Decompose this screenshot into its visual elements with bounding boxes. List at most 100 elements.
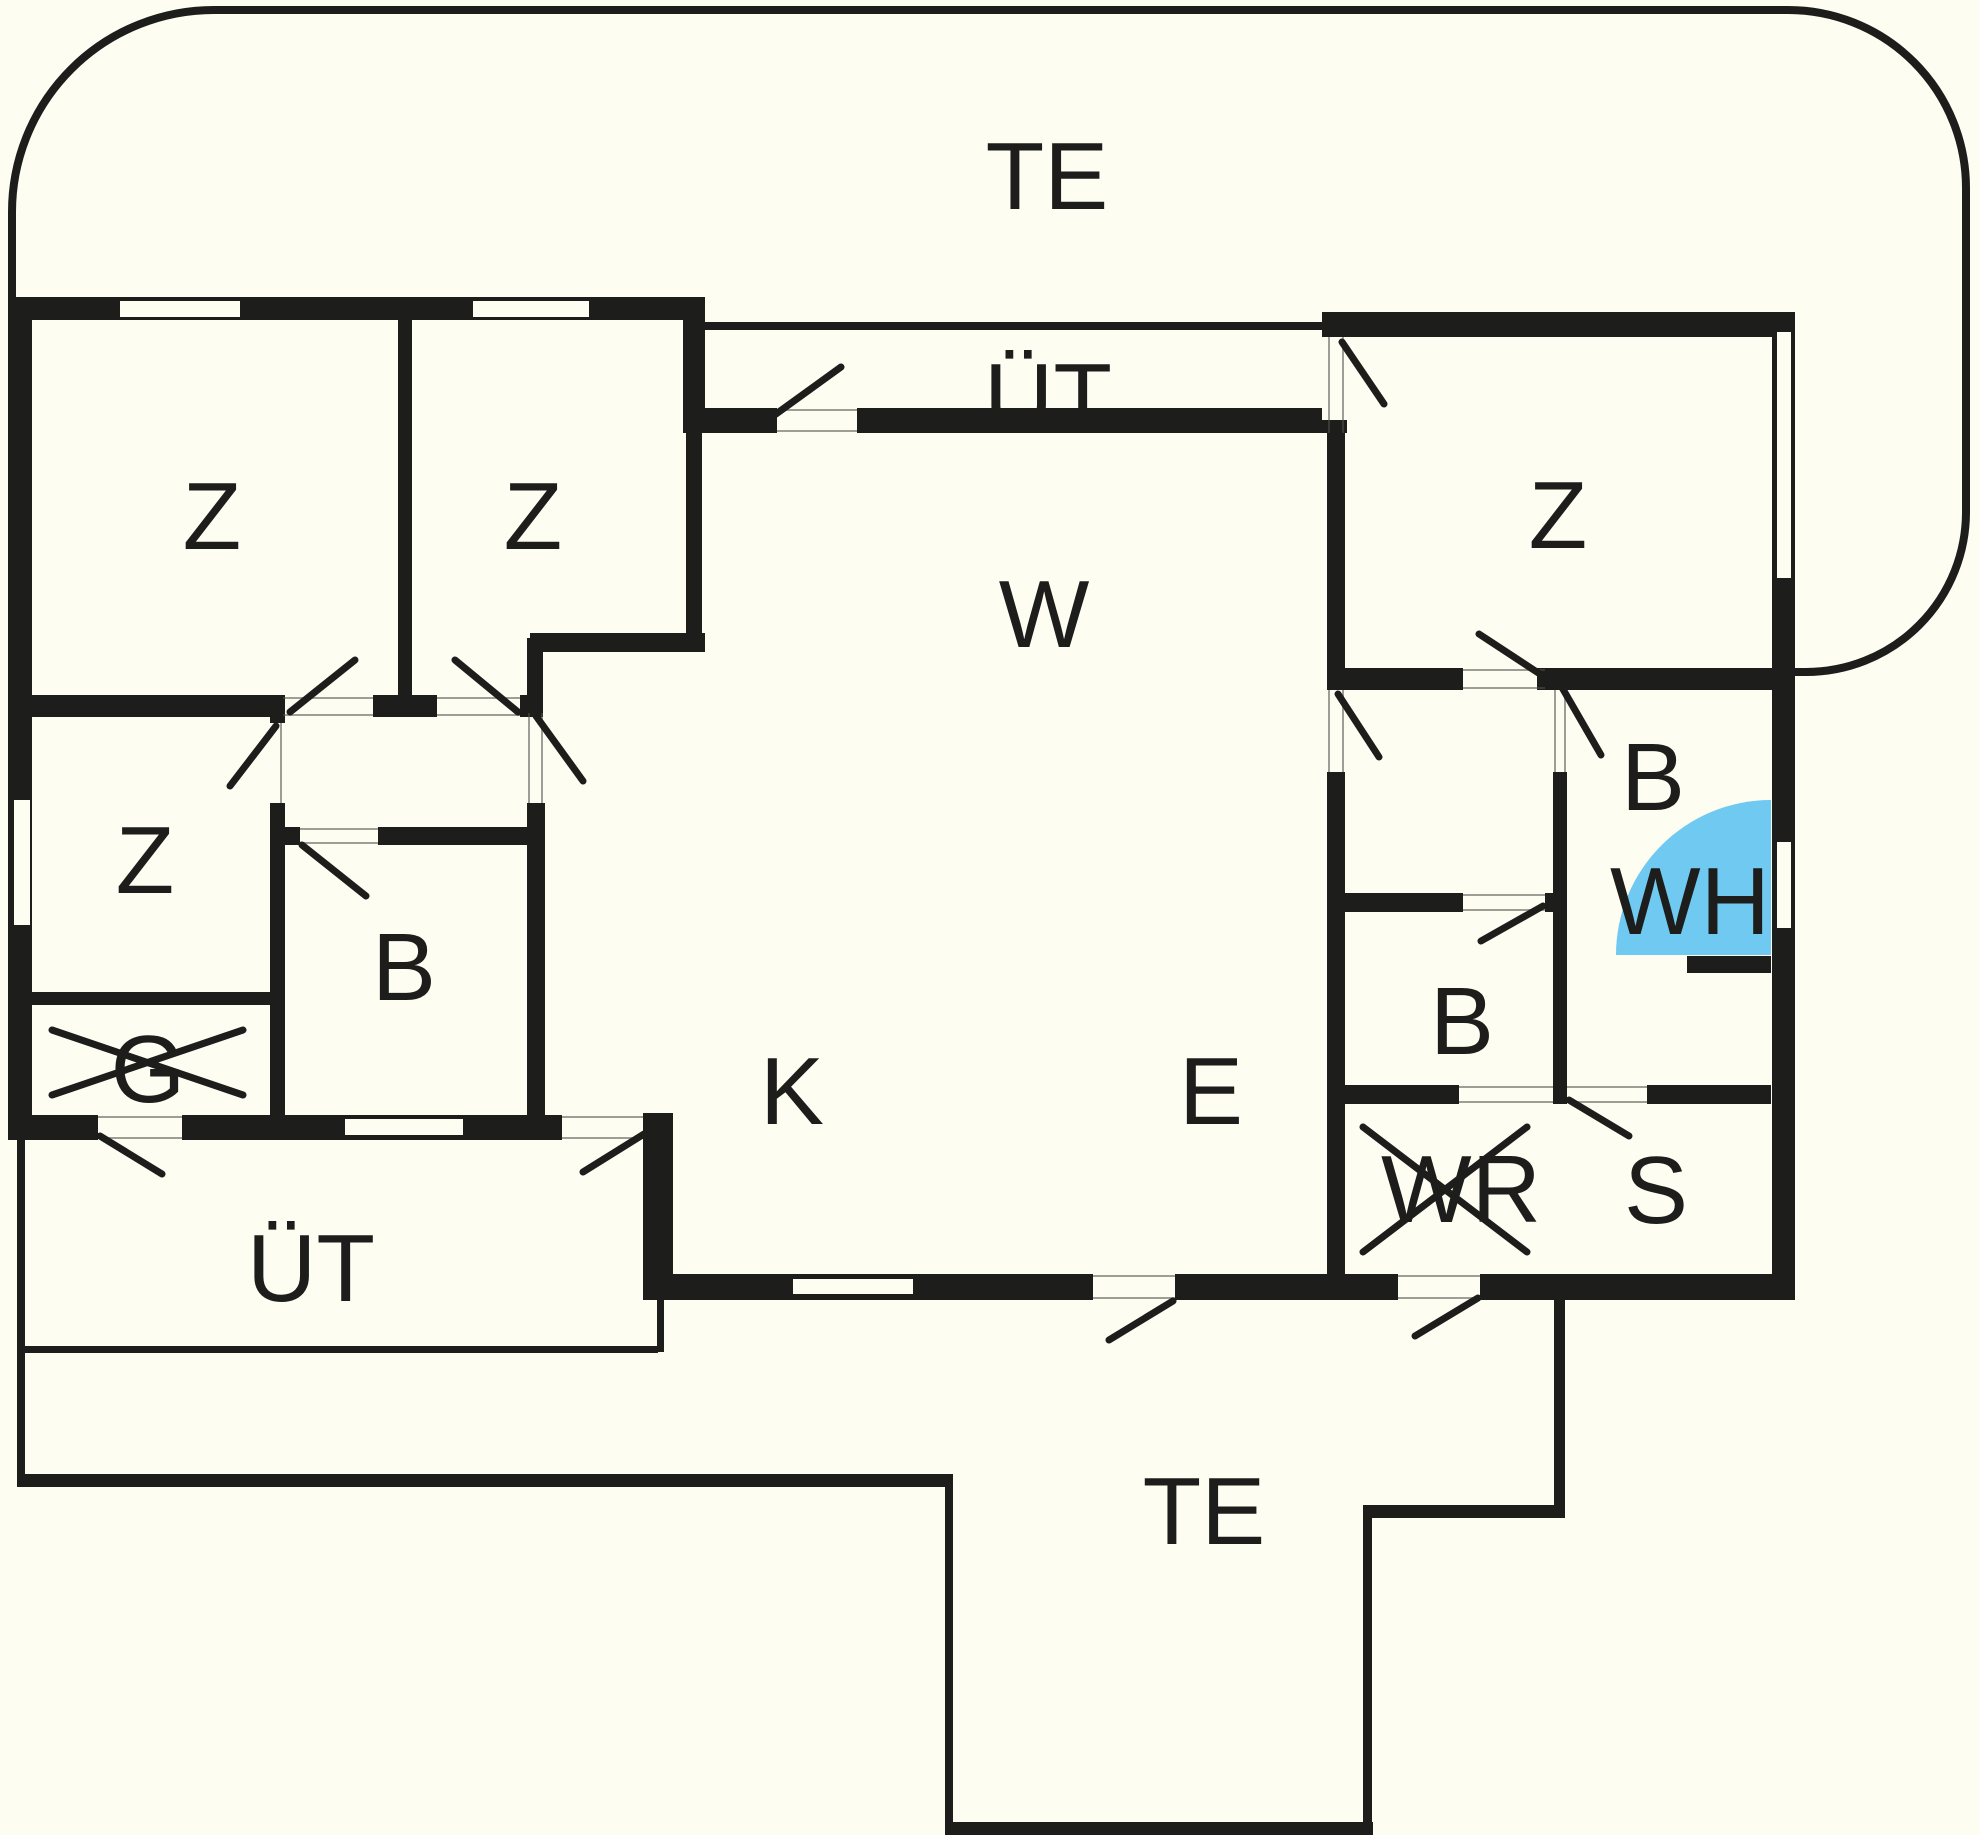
wall-segment — [1537, 668, 1795, 690]
terrace-line — [1363, 1505, 1560, 1518]
wall-segment — [32, 695, 283, 717]
wall-segment — [520, 695, 543, 717]
door-swing — [451, 656, 522, 716]
wall-segment — [1647, 1085, 1771, 1104]
wall-segment — [1322, 312, 1795, 337]
wall-segment — [1327, 1085, 1459, 1104]
crossed-out-mark-wr — [1359, 1123, 1531, 1256]
door-jamb — [1459, 1086, 1553, 1103]
door-swing — [96, 1132, 166, 1178]
wall-segment — [857, 408, 1322, 433]
door-swing — [1334, 690, 1383, 761]
door-jamb — [300, 828, 378, 844]
door-jamb — [1554, 690, 1566, 772]
door-swing — [1338, 338, 1388, 408]
terrace-line — [17, 1474, 953, 1487]
door-swing — [286, 656, 359, 716]
wall-segment — [398, 320, 412, 700]
wall-segment — [8, 297, 32, 1140]
terrace-line — [17, 1346, 658, 1353]
whirlpool-tub — [1616, 800, 1771, 955]
wall-segment — [8, 297, 705, 320]
room-label-bedroom-left-2: Z — [504, 463, 563, 570]
window — [1777, 332, 1791, 578]
wall-segment — [270, 803, 285, 1115]
door-swing — [579, 1130, 648, 1176]
door-jamb — [1567, 1086, 1647, 1103]
terrace-top-outline — [8, 6, 1970, 676]
door-jamb — [283, 697, 373, 716]
door-swing — [772, 363, 845, 418]
room-label-bedroom-left-1: Z — [183, 463, 242, 570]
door-jamb — [1328, 337, 1344, 433]
wall-segment — [686, 433, 702, 652]
door-jamb — [562, 1116, 643, 1139]
door-swing — [1565, 1096, 1633, 1140]
terrace-line — [945, 1480, 953, 1835]
window — [1777, 842, 1791, 928]
wall-segment — [530, 633, 705, 652]
window — [120, 301, 240, 317]
room-label-terrace-bottom: TE — [1143, 1458, 1266, 1565]
door-swings — [96, 338, 1633, 1344]
room-label-bedroom-left-3: Z — [116, 807, 175, 914]
door-openings — [98, 337, 1647, 1299]
wall-segment — [270, 695, 285, 723]
door-jamb — [1093, 1275, 1175, 1299]
room-label-storage: G — [111, 1016, 186, 1123]
door-swing — [1411, 1294, 1482, 1340]
room-label-bathroom-right-upper: B — [1621, 724, 1685, 831]
door-jamb — [777, 409, 857, 432]
room-label-utility-room: WR — [1381, 1136, 1541, 1243]
room-label-sauna: S — [1624, 1137, 1688, 1244]
wall-segment — [1175, 1274, 1398, 1300]
terrace-line — [945, 1822, 1373, 1835]
door-swing — [532, 712, 587, 785]
door-swing — [1105, 1297, 1177, 1344]
wall-segment — [1480, 1274, 1795, 1300]
windows — [14, 301, 1791, 1294]
room-label-bathroom-right-lower: B — [1430, 968, 1494, 1075]
room-label-whirlpool: WH — [1610, 848, 1770, 955]
wall-segment — [683, 320, 705, 433]
crossed-out-marks — [48, 1026, 1531, 1256]
crossed-out-mark-g — [48, 1026, 247, 1099]
terrace-line — [1554, 1297, 1565, 1518]
window — [14, 800, 30, 925]
room-label-entry: E — [1179, 1038, 1243, 1145]
wall-segment — [1545, 893, 1567, 912]
room-label-bedroom-right: Z — [1529, 462, 1588, 569]
wall-segment — [378, 827, 530, 845]
door-swing — [1475, 630, 1547, 680]
terrace-line — [17, 1140, 25, 1487]
wall-segment — [373, 695, 437, 717]
terrace-line — [1363, 1505, 1372, 1835]
wall-segment — [8, 992, 270, 1005]
door-swing — [298, 841, 370, 900]
window — [793, 1279, 913, 1294]
wall-segment — [527, 803, 545, 1115]
window — [345, 1119, 463, 1135]
wall-segment — [1553, 912, 1567, 1104]
wall-segment — [683, 408, 777, 433]
wall-segment — [1327, 772, 1345, 1275]
door-swing — [1477, 902, 1547, 945]
wall-segment — [1553, 772, 1567, 895]
wall-segment — [283, 827, 300, 845]
terrace-line — [705, 322, 1322, 330]
bottom-terrace-outline — [17, 322, 1565, 1835]
room-label-covered-terrace-bottom: ÜT — [247, 1215, 375, 1322]
wall-segment — [1327, 433, 1345, 690]
room-label-bathroom-left: B — [372, 914, 436, 1021]
wall-segment — [1345, 668, 1463, 690]
room-label-terrace-top: TE — [986, 123, 1109, 230]
room-label-living-room: W — [999, 561, 1090, 668]
wall-segment — [643, 1113, 673, 1300]
wall-segment — [1687, 956, 1771, 973]
door-jamb — [98, 1116, 182, 1139]
door-swing — [1556, 680, 1605, 759]
terrace-line — [657, 1297, 664, 1352]
room-label-covered-terrace-top: ÜT — [984, 344, 1112, 451]
door-swing — [226, 722, 280, 790]
